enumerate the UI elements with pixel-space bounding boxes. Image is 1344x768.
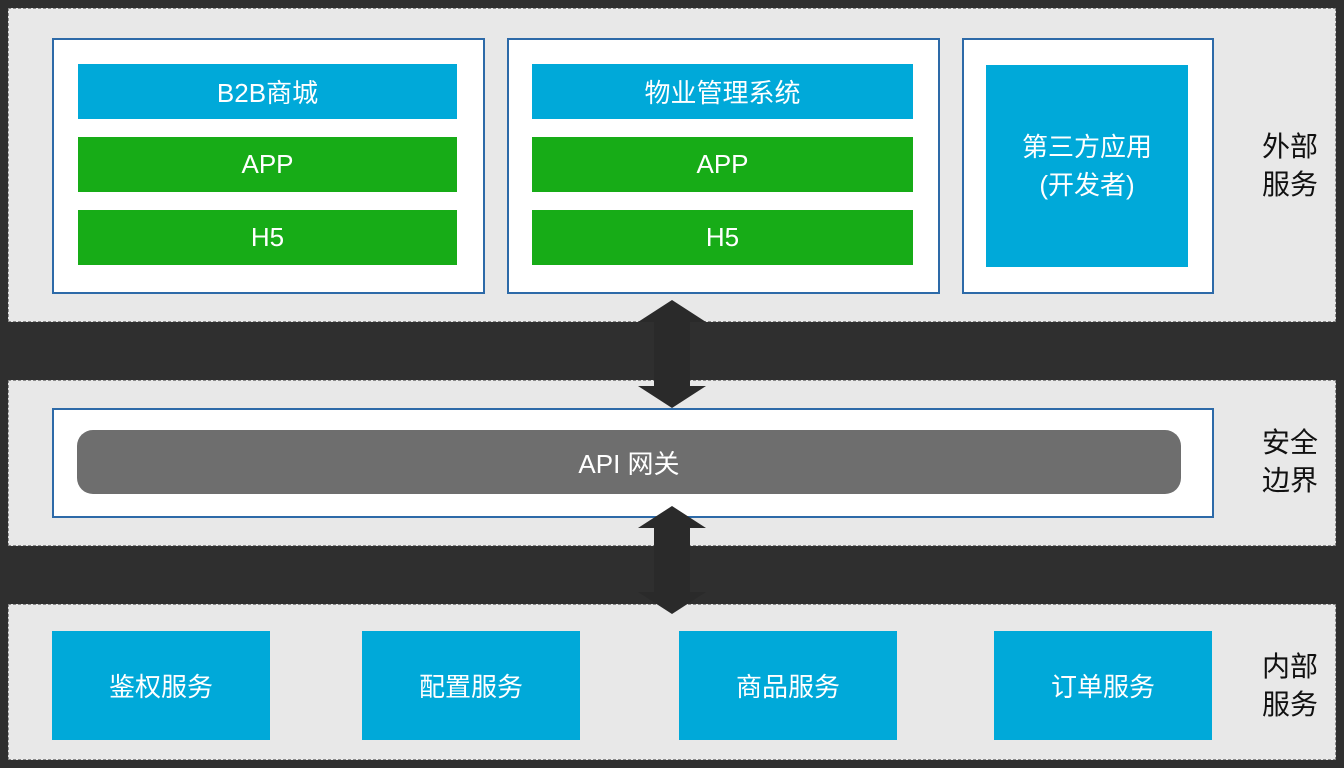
property-mgmt-title: 物业管理系统 <box>532 64 913 119</box>
third-party-app-line1: 第三方应用 <box>1021 132 1152 162</box>
internal-service-order: 订单服务 <box>994 631 1212 740</box>
external-services-label: 外部 服务 <box>1262 128 1328 204</box>
internal-service-auth: 鉴权服务 <box>52 631 270 740</box>
internal-services-label-line1: 内部 <box>1262 651 1319 682</box>
b2b-mall-app: APP <box>78 137 457 192</box>
b2b-mall-h5: H5 <box>78 210 457 265</box>
double-arrow-vertical-icon <box>638 300 706 408</box>
security-boundary-label: 安全 边界 <box>1262 424 1328 500</box>
external-services-label-line1: 外部 <box>1262 131 1319 162</box>
internal-service-product: 商品服务 <box>679 631 897 740</box>
security-boundary-label-line2: 边界 <box>1262 465 1319 496</box>
third-party-app-line2: (开发者) <box>1039 170 1135 200</box>
property-mgmt-app: APP <box>532 137 913 192</box>
internal-services-label-line2: 服务 <box>1262 689 1319 720</box>
internal-service-config: 配置服务 <box>362 631 580 740</box>
b2b-mall-title: B2B商城 <box>78 64 457 119</box>
external-services-label-line2: 服务 <box>1262 169 1319 200</box>
property-mgmt-h5: H5 <box>532 210 913 265</box>
api-gateway: API 网关 <box>77 430 1181 494</box>
double-arrow-vertical-icon <box>638 506 706 614</box>
internal-services-label: 内部 服务 <box>1262 648 1328 724</box>
security-boundary-label-line1: 安全 <box>1262 427 1319 458</box>
third-party-app: 第三方应用 (开发者) <box>986 65 1188 267</box>
